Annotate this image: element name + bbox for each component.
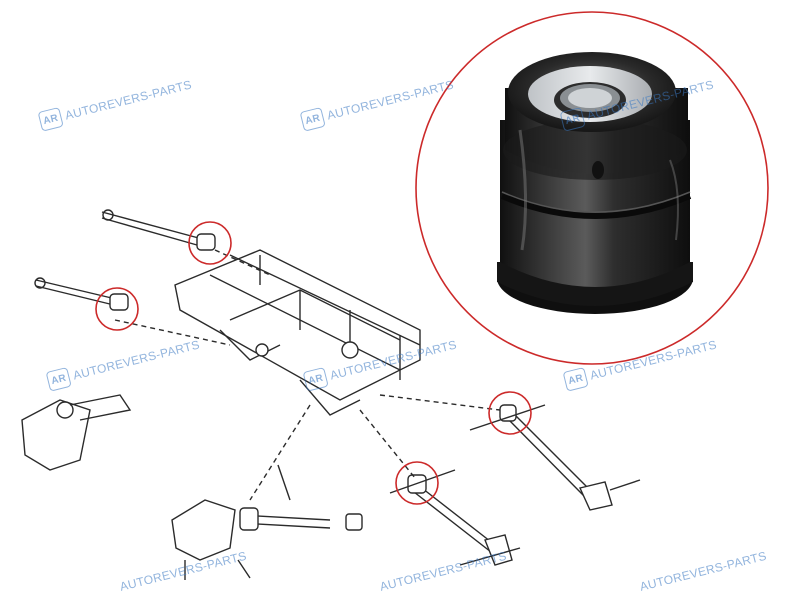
highlight-right-arm	[488, 391, 532, 435]
bushing-highlights	[95, 221, 532, 505]
bushing-photo	[497, 52, 693, 314]
highlight-upper-arm	[188, 221, 232, 265]
highlight-bottom-arm	[395, 461, 439, 505]
highlight-lower-arm	[95, 287, 139, 331]
suspension-diagram	[21, 209, 641, 580]
